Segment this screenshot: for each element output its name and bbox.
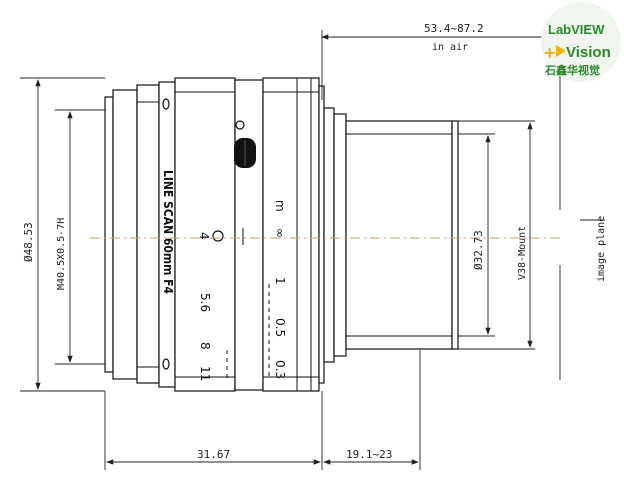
labview-vision-logo: LabVIEW + Vision 石鑫华视觉 xyxy=(541,2,621,82)
aperture-4: 4 xyxy=(197,232,211,240)
focus-unit-m: m xyxy=(273,200,287,212)
aperture-8: 8 xyxy=(198,342,212,350)
svg-text:石鑫华视觉: 石鑫华视觉 xyxy=(544,63,600,77)
dim-mount-type: V38-Mount xyxy=(517,226,528,280)
dim-filter-thread: M40.5X0.5-7H xyxy=(56,218,67,290)
focus-1: 1 xyxy=(273,277,287,285)
focus-0-5: 0.5 xyxy=(273,318,287,337)
image-plane-label: image plane xyxy=(596,216,607,282)
lens-marking: LINE SCAN 60mm F4 xyxy=(161,170,175,295)
aperture-11: 11 xyxy=(198,366,212,381)
dim-flange-focal: 53.4~87.2 xyxy=(424,22,484,35)
screw-icon xyxy=(162,98,245,370)
aperture-knob xyxy=(234,138,256,168)
dim-outer-diameter: Ø48.53 xyxy=(22,222,35,262)
dim-rear-length: 19.1~23 xyxy=(346,448,392,461)
dim-body-length: 31.67 xyxy=(197,448,230,461)
index-dot xyxy=(212,230,224,242)
dim-mount-diameter: Ø32.73 xyxy=(472,230,485,270)
dim-in-air: in air xyxy=(432,42,468,53)
play-icon xyxy=(556,45,566,57)
focus-infinity: ∞ xyxy=(273,228,287,238)
lens-body xyxy=(104,77,459,392)
svg-text:Vision: Vision xyxy=(566,44,611,61)
aperture-5-6: 5.6 xyxy=(198,293,212,312)
focus-0-3: 0.3 xyxy=(273,360,287,379)
plus-icon: + xyxy=(543,43,556,62)
focus-ticks xyxy=(226,284,270,378)
svg-text:LabVIEW: LabVIEW xyxy=(548,22,605,37)
